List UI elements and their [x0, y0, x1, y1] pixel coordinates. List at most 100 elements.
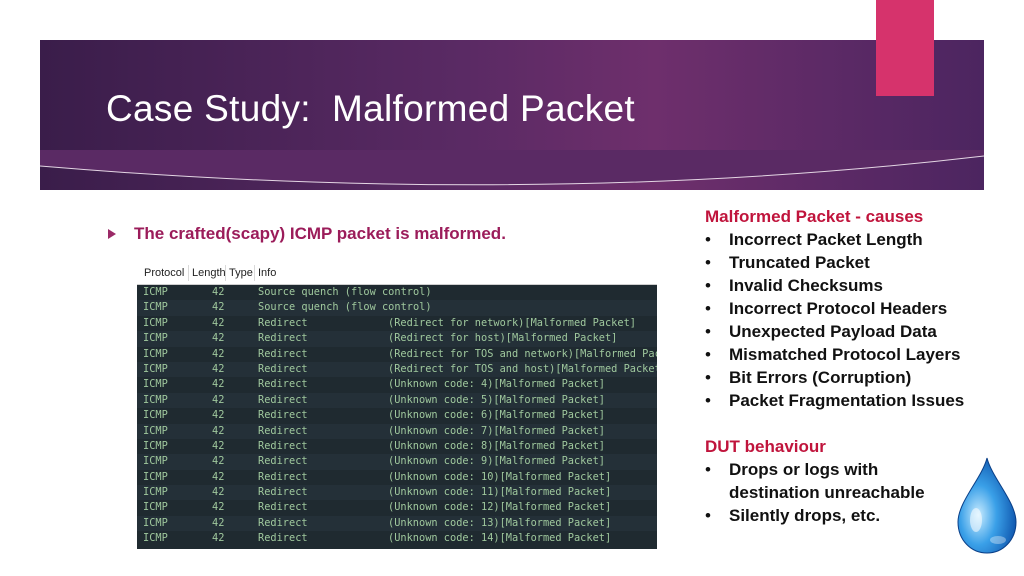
bullet-dot: • — [705, 253, 711, 272]
cell-info: (Redirect for network)[Malformed Packet] — [388, 316, 636, 329]
cell-protocol: ICMP — [143, 424, 168, 437]
cell-length: 42 — [212, 455, 225, 468]
bullet-dot: • — [705, 460, 711, 479]
cell-protocol: ICMP — [143, 332, 168, 345]
cell-info: (Redirect for TOS and network)[Malformed… — [388, 347, 657, 360]
column-type: Type — [229, 267, 253, 279]
cell-length: 42 — [212, 347, 225, 360]
column-divider — [225, 265, 226, 281]
list-item: • Invalid Checksums — [705, 274, 1005, 297]
list-item-text: Drops or logs with — [729, 460, 879, 479]
cell-protocol: ICMP — [143, 378, 168, 391]
list-item: • Mismatched Protocol Layers — [705, 343, 1005, 366]
cell-info: (Unknown code: 5)[Malformed Packet] — [388, 393, 605, 406]
main-bullet: The crafted(scapy) ICMP packet is malfor… — [108, 224, 506, 244]
cell-type: Redirect — [258, 393, 308, 406]
table-row: ICMP 42 Redirect (Unknown code: 13)[Malform… — [137, 515, 657, 532]
cell-length: 42 — [212, 301, 225, 314]
list-item-text: Bit Errors (Corruption) — [729, 368, 912, 387]
cell-protocol: ICMP — [143, 532, 168, 545]
cell-info: (Unknown code: 13)[Malformed Packet] — [388, 516, 612, 529]
accent-bar — [876, 0, 934, 96]
bullet-dot: • — [705, 299, 711, 318]
cell-type: Redirect — [258, 516, 308, 529]
cell-type: Redirect — [258, 501, 308, 514]
cell-length: 42 — [212, 316, 225, 329]
list-item: • Unexpected Payload Data — [705, 320, 1005, 343]
cell-protocol: ICMP — [143, 393, 168, 406]
list-item: •Silently drops, etc. — [705, 504, 1005, 527]
bullet-dot: • — [705, 345, 711, 364]
cell-length: 42 — [212, 332, 225, 345]
cell-type: Redirect — [258, 470, 308, 483]
column-length: Length — [192, 267, 226, 279]
cell-protocol: ICMP — [143, 316, 168, 329]
capture-header: Protocol Length Type Info — [137, 262, 657, 285]
cell-protocol: ICMP — [143, 347, 168, 360]
list-item: •Incorrect Protocol Headers — [705, 297, 1005, 320]
list-item-text: Silently drops, etc. — [729, 506, 881, 525]
list-item-text: Unexpected Payload Data — [729, 322, 937, 341]
dut-heading: DUT behaviour — [705, 437, 826, 456]
list-item-text-continued: destination unreachable — [729, 483, 925, 502]
cell-protocol: ICMP — [143, 470, 168, 483]
cell-protocol: ICMP — [143, 486, 168, 499]
cell-info: (Redirect for TOS and host)[Malformed Pa… — [388, 362, 657, 375]
table-row: ICMP 42 Redirect (Unknown code: 5)[Malforme… — [137, 392, 657, 409]
bullet-dot: • — [705, 322, 711, 341]
cell-type: Redirect — [258, 439, 308, 452]
spacer — [705, 412, 1005, 435]
cell-type: Redirect — [258, 409, 308, 422]
cell-protocol: ICMP — [143, 516, 168, 529]
table-row: ICMP 42 Redirect (Redirect for host)[Malfor… — [137, 331, 657, 347]
bullet-dot: • — [705, 276, 711, 295]
list-item: •Bit Errors (Corruption) — [705, 366, 1005, 389]
cell-protocol: ICMP — [143, 455, 168, 468]
list-item-text: Packet Fragmentation Issues — [729, 391, 965, 410]
cell-length: 42 — [212, 439, 225, 452]
cell-type: Redirect — [258, 347, 308, 360]
cell-info: (Unknown code: 6)[Malformed Packet] — [388, 409, 605, 422]
cell-protocol: ICMP — [143, 439, 168, 452]
cell-type: Redirect — [258, 332, 308, 345]
cell-length: 42 — [212, 424, 225, 437]
list-item: •Packet Fragmentation Issues — [705, 389, 1005, 412]
cell-length: 42 — [212, 393, 225, 406]
cell-info: (Redirect for host)[Malformed Packet] — [388, 332, 618, 345]
bullet-dot: • — [705, 230, 711, 249]
cell-length: 42 — [212, 409, 225, 422]
dut-list: • Drops or logs with destination unreachab… — [705, 458, 1005, 527]
table-row: ICMP 42 Redirect (Unknown code: 4)[Malforme… — [137, 377, 657, 392]
column-divider — [254, 265, 255, 281]
list-item-text: Invalid Checksums — [729, 276, 884, 295]
water-drop-icon — [957, 457, 1017, 554]
cell-length: 42 — [212, 516, 225, 529]
column-info: Info — [258, 267, 277, 279]
list-item-text: Mismatched Protocol Layers — [729, 345, 961, 364]
cell-info: (Unknown code: 14)[Malformed Packet] — [388, 532, 612, 545]
cell-type: Source quench (flow control) — [258, 286, 432, 298]
triangle-bullet-icon — [108, 229, 116, 239]
list-item-text: Truncated Packet — [729, 253, 870, 272]
column-protocol: Protocol — [144, 267, 185, 279]
cell-info: (Unknown code: 4)[Malformed Packet] — [388, 378, 605, 391]
cell-type: Redirect — [258, 486, 308, 499]
cell-protocol: ICMP — [143, 301, 168, 314]
right-column: Malformed Packet - causes •Incorrect Pac… — [705, 205, 1005, 527]
cell-protocol: ICMP — [143, 362, 168, 375]
cell-type: Redirect — [258, 378, 308, 391]
cell-info: (Unknown code: 12)[Malformed Packet] — [388, 501, 612, 514]
cell-length: 42 — [212, 378, 225, 391]
list-item: • Truncated Packet — [705, 251, 1005, 274]
